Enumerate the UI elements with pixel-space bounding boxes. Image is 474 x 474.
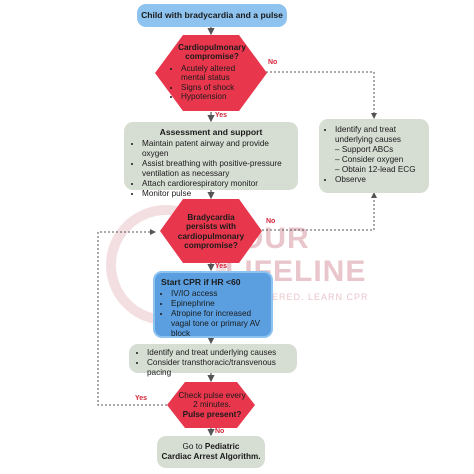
side-box: Identify and treat underlying causes – S… [319,119,429,193]
side-item: Observe [335,175,423,185]
decision2-text: Bradycardia persists with cardiopulmonar… [176,213,246,251]
assessment-title: Assessment and support [159,127,263,137]
start-label: Child with bradycardia and a pulse [141,10,283,21]
identify-item: Identify and treat underlying causes [147,348,289,358]
decision3-text: Check pulse every 2 minutes. Pulse prese… [176,391,248,419]
decision1-item: Hypotension [181,92,252,101]
decision1-item: Acutely altered mental status [181,64,252,83]
side-subitem-label: Consider oxygen [341,155,404,164]
side-subitem-label: Obtain 12-lead ECG [341,165,416,174]
decision2-yes-label: Yes [215,263,228,270]
decision1-yes-label: Yes [215,112,228,119]
decision1-shape [155,35,267,111]
arrow-d2-no-to-side [262,192,377,231]
decision2-no-label: No [266,218,276,225]
identify-item: Consider transthoracic/transvenous pacin… [147,358,289,378]
final-prefix: Go to [182,442,205,451]
decision2-title: Bradycardia persists with cardiopulmonar… [177,213,245,251]
side-subitem: – Consider oxygen [335,155,404,164]
assessment-item: Attach cardiorespiratory monitor [142,179,290,189]
watermark-tagline: EMPOWERED. LEARN CPR [232,292,369,302]
decision1-title: Cardiopulmonary compromise? [178,43,246,62]
decision3-line1: Check pulse every 2 minutes. [178,391,246,410]
side-item-label: Identify and treat underlying causes [335,125,401,144]
cpr-item: Atropine for increased vagal tone or pri… [171,309,265,339]
side-subitem: – Obtain 12-lead ECG [335,165,416,174]
assessment-item: Assist breathing with positive-pressure … [142,159,290,179]
final-box: Go to Pediatric Cardiac Arrest Algorithm… [157,436,265,468]
side-item: Identify and treat underlying causes – S… [335,125,423,175]
arrow-d1-no-to-side [262,71,377,119]
assessment-item: Monitor pulse [142,189,290,199]
decision3-shape [167,382,255,428]
cpr-box: Start CPR if HR <60 IV/IO access Epineph… [153,271,273,338]
decision1-text: Cardiopulmonary compromise? Acutely alte… [172,43,252,102]
final-line1: Go to Pediatric [183,442,240,452]
cpr-item: Epinephrine [171,299,265,309]
assessment-box: Assessment and support Maintain patent a… [124,122,298,198]
decision2-shape [160,199,262,263]
side-subitem-label: Support ABCs [341,145,394,154]
cpr-item: IV/IO access [171,289,265,299]
side-subitem: – Support ABCs [335,145,394,154]
start-box: Child with bradycardia and a pulse [137,4,287,27]
assessment-item: Maintain patent airway and provide oxyge… [142,139,290,159]
final-bold: Pediatric [204,442,240,451]
identify-box: Identify and treat underlying causes Con… [129,344,297,377]
decision3-yes-label: Yes [135,395,148,402]
decision3-no-label: No [215,428,225,435]
final-line2: Cardiac Arrest Algorithm. [161,452,261,461]
decision1-item: Signs of shock [181,83,252,92]
decision3-line2: Pulse present? [182,409,242,419]
decision1-no-label: No [268,59,278,66]
cpr-title: Start CPR if HR <60 [161,277,241,287]
